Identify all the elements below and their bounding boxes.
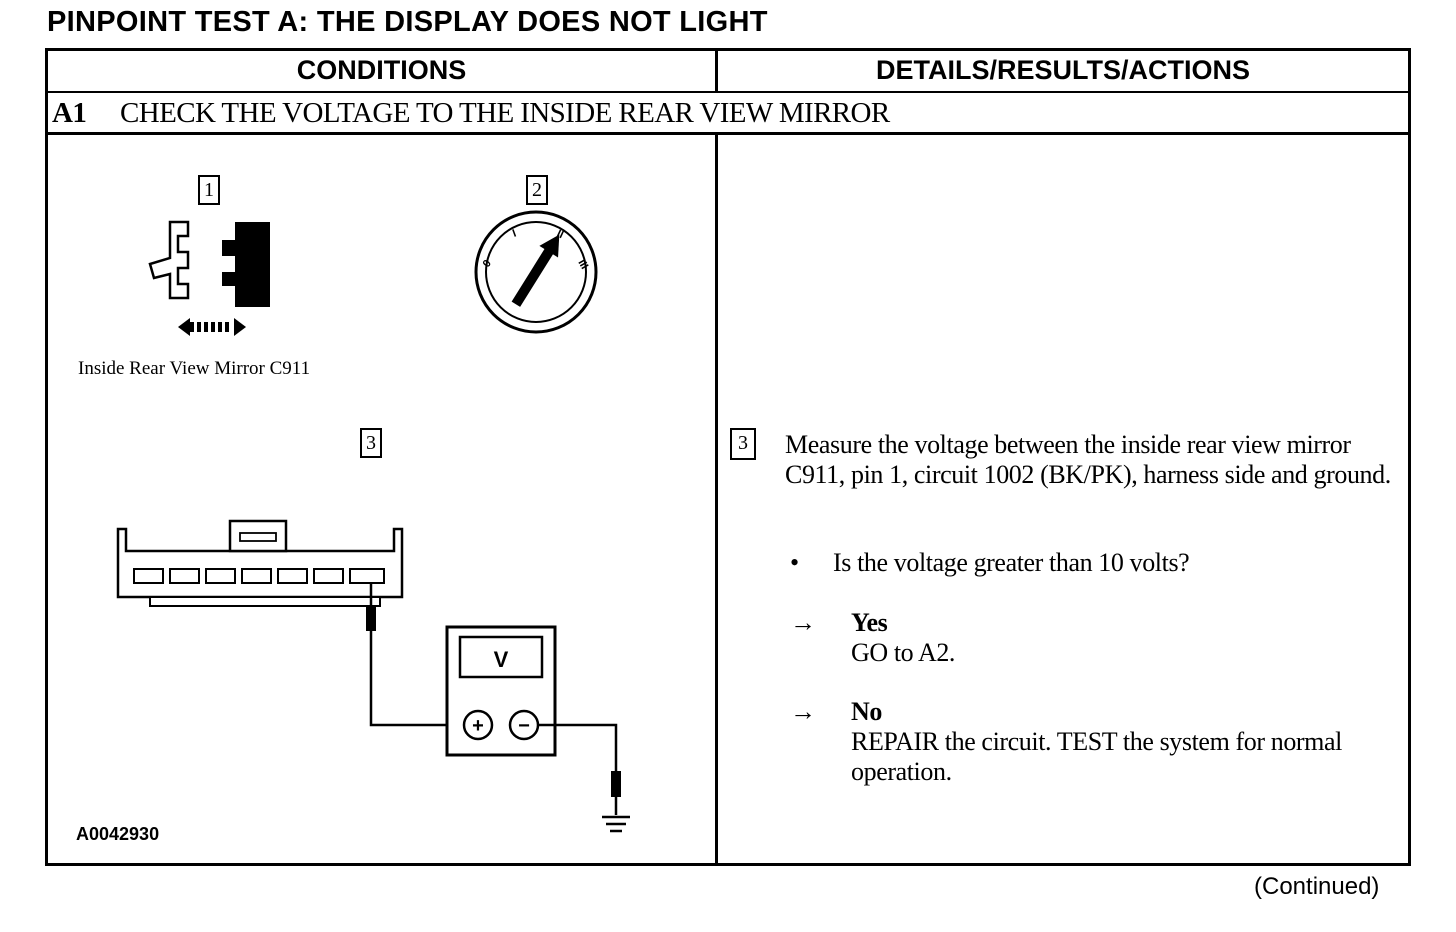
continued-note: (Continued)	[1254, 873, 1380, 900]
callout-2: 2	[526, 175, 548, 205]
figure-id: A0042930	[76, 824, 160, 844]
connector-disconnect-illustration	[148, 220, 270, 336]
ignition-key-pointer	[511, 234, 560, 307]
pinpoint-table	[45, 48, 1411, 866]
connector-half-right	[222, 222, 270, 307]
connector-pins	[133, 568, 385, 584]
plus-terminal-label: +	[472, 715, 484, 737]
arrow-icon: →	[790, 697, 816, 726]
question-row: • Is the voltage greater than 10 volts?	[790, 548, 1190, 578]
callout-1: 1	[198, 175, 220, 205]
connector-caption: Inside Rear View Mirror C911	[78, 358, 311, 379]
double-arrow-icon	[178, 318, 246, 336]
conditions-header: CONDITIONS	[296, 55, 467, 85]
negative-lead	[538, 723, 618, 773]
column-divider	[715, 132, 718, 866]
yes-answer: → Yes GO to A2.	[790, 608, 1400, 670]
question-text: Is the voltage greater than 10 volts?	[833, 548, 1190, 577]
step-title: CHECK THE VOLTAGE TO THE INSIDE REAR VIE…	[120, 97, 890, 129]
instruction-text: Measure the voltage between the inside r…	[785, 430, 1391, 489]
plus-terminal	[462, 709, 494, 741]
voltmeter-test-illustration: V + −	[116, 519, 630, 833]
arrow-icon: →	[790, 608, 816, 637]
yes-action: GO to A2.	[851, 638, 956, 667]
no-label: No	[851, 697, 882, 726]
ignition-pos-0: 0	[481, 258, 494, 270]
voltmeter-label: V	[494, 647, 509, 672]
yes-label: Yes	[851, 608, 888, 637]
minus-terminal-label: −	[518, 715, 530, 737]
step-row-divider	[45, 132, 1411, 135]
callout-3-details: 3	[730, 428, 756, 460]
ignition-pos-2: II	[555, 228, 566, 241]
step-id: A1	[52, 97, 87, 129]
no-action: REPAIR the circuit. TEST the system for …	[851, 727, 1342, 786]
positive-lead	[369, 631, 457, 727]
details-header: DETAILS/RESULTS/ACTIONS	[875, 55, 1250, 85]
negative-probe	[611, 771, 621, 797]
positive-probe	[366, 605, 376, 631]
ignition-switch-illustration: 0 I II III	[474, 210, 598, 334]
column-divider-top	[715, 48, 718, 93]
ground-icon	[602, 815, 630, 833]
page-title: PINPOINT TEST A: THE DISPLAY DOES NOT LI…	[47, 6, 768, 38]
no-answer: → No REPAIR the circuit. TEST the system…	[790, 697, 1400, 789]
callout-3-conditions: 3	[360, 428, 382, 458]
bullet-icon: •	[790, 548, 799, 577]
voltmeter-display	[458, 635, 544, 679]
ignition-pos-1: I	[511, 227, 518, 239]
connector-half-left	[148, 220, 190, 300]
header-divider	[45, 91, 1411, 93]
step-row: A1 CHECK THE VOLTAGE TO THE INSIDE REAR V…	[52, 97, 890, 130]
